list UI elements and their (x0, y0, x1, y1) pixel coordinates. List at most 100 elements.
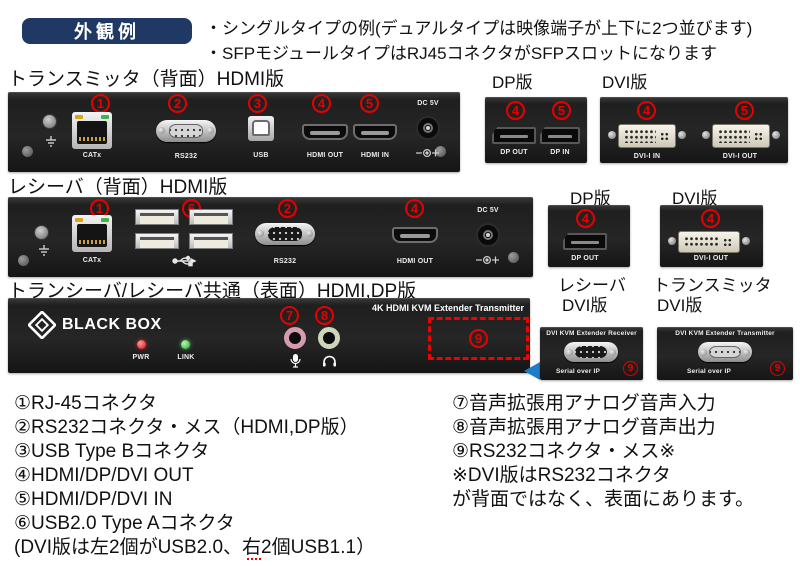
dc5v-label: DC 5V (417, 100, 439, 107)
blackbox-logo-icon (28, 311, 56, 339)
dvi-top-caption: DVI版 (602, 73, 648, 92)
rx-dvi-caption-1: レシーバ (558, 276, 626, 295)
hdmi-in-label: HDMI IN (360, 152, 390, 159)
dp-out-port (563, 233, 607, 250)
annotation-circle-5: 5 (735, 101, 754, 120)
headphones-icon (323, 355, 336, 367)
catx-label: CATx (82, 152, 102, 159)
mic-icon (290, 354, 301, 368)
dvi-out-port (712, 124, 770, 148)
dp-mid-panel-photo: 4 DP OUT (548, 205, 630, 267)
rs232-label: RS232 (273, 258, 297, 265)
legend-item: ②RS232コネクタ・メス（HDMI,DP版） (14, 417, 359, 438)
rj45-port (72, 215, 112, 252)
annotation-circle-9: 9 (469, 329, 488, 348)
dvi-mid-caption: DVI版 (672, 189, 718, 208)
legend-item: ※DVI版はRS232コネクタ (452, 465, 671, 486)
front-panel-photo: BLACK BOX PWR LINK 7 8 4K HDMI KVM Exten… (8, 298, 530, 373)
hdmi-out-label: HDMI OUT (306, 152, 344, 159)
dvi-in-port (618, 124, 676, 148)
annotation-circle-4: 4 (576, 209, 595, 228)
dc5v-label: DC 5V (477, 207, 499, 214)
rx-dvi-caption-2: DVI版 (562, 296, 608, 315)
rs232-connector (564, 342, 618, 362)
dp-in-port (540, 127, 580, 144)
annotation-circle-3: 3 (248, 94, 267, 113)
dvi-top-panel-photo: 4 DVI-I IN 5 DVI-I OUT (600, 97, 788, 163)
dc-jack (476, 223, 500, 247)
annotation-circle-2: 2 (168, 94, 187, 113)
hdmi-in-port (353, 124, 397, 140)
dvi-in-label: DVI-I IN (633, 153, 661, 160)
usb-label: USB (253, 152, 269, 159)
dp-top-caption: DP版 (492, 73, 533, 92)
annotation-circle-8: 8 (315, 306, 334, 325)
legend-item: ⑦音声拡張用アナログ音声入力 (452, 393, 716, 414)
tx-dvi-header: DVI KVM Extender Transmitter (675, 330, 775, 337)
usb-type-b-port (248, 116, 274, 141)
usb-a-port (189, 233, 233, 249)
tx-rear-title: トランスミッタ（背面）HDMI版 (8, 69, 285, 90)
dvi-out-label: DVI-I OUT (722, 153, 758, 160)
hdmi-out-label: HDMI OUT (396, 258, 434, 265)
annotation-circle-2: 2 (278, 199, 297, 218)
dvi-screw (608, 131, 616, 139)
note-line-1: ・シングルタイプの例(デュアルタイプは映像端子が上下に2つ並びます) (205, 19, 753, 38)
brand-logo-text: BLACK BOX (62, 316, 162, 333)
annotation-circle-9: 9 (623, 361, 638, 376)
dvi-screw (772, 131, 780, 139)
dvi-mid-panel-photo: 4 DVI-I OUT (660, 205, 763, 267)
rs232-connector (156, 120, 216, 142)
rs232-connector (255, 223, 315, 245)
dp-out-label: DP OUT (500, 149, 528, 156)
dvi-screw (678, 131, 686, 139)
link-label: LINK (177, 354, 195, 361)
annotation-circle-4: 4 (701, 209, 720, 228)
dc-polarity-icon (416, 148, 439, 158)
pwr-led (137, 340, 146, 349)
panel-screw (508, 252, 519, 263)
usb-icon (172, 255, 197, 267)
legend-item: ⑧音声拡張用アナログ音声出力 (452, 417, 716, 438)
annotation-circle-9: 9 (770, 361, 785, 376)
usb-a-port (135, 233, 179, 249)
dvi-screw (702, 131, 710, 139)
tx-rear-panel-photo: 1 CATx 2 RS232 3 USB 4 HDMI OUT 5 HDMI I… (8, 92, 460, 172)
ground-icon (46, 136, 56, 147)
rx-rear-panel-photo: 1 CATx 6 2 RS232 4 HDMI OUT DC 5V (8, 197, 533, 277)
dvi-out-label: DVI-I OUT (693, 255, 729, 262)
annotation-circle-4: 4 (506, 101, 525, 120)
dp-out-label: DP OUT (571, 255, 599, 262)
annotation-circle-4: 4 (405, 199, 424, 218)
legend-item: が背面ではなく、表面にあります。 (452, 489, 755, 510)
dp-mid-caption: DP版 (570, 189, 611, 208)
headphones-jack (318, 327, 340, 349)
ground-screw (42, 114, 57, 129)
legend-item: ⑤HDMI/DP/DVI IN (14, 489, 173, 510)
annotation-circle-5: 5 (552, 101, 571, 120)
panel-screw (22, 146, 33, 157)
hdmi-out-port (392, 227, 438, 243)
section-badge: 外観例 (22, 18, 192, 44)
rx-rear-title: レシーバ（背面）HDMI版 (8, 177, 228, 198)
legend-item: (DVI版は左2個がUSB2.0、右2個USB1.1） (14, 537, 376, 558)
serial-over-ip-label: Serial over IP (687, 368, 731, 375)
legend-item: ⑥USB2.0 Type Aコネクタ (14, 513, 235, 534)
ground-screw (34, 225, 49, 240)
rj45-port (72, 112, 112, 149)
front-title: トランシーバ/レシーバ共通（表面）HDMI,DP版 (8, 281, 417, 302)
dvi-screw (668, 237, 676, 245)
legend-item: ①RJ-45コネクタ (14, 393, 157, 414)
dp-out-port (492, 127, 536, 144)
serial-over-ip-label: Serial over IP (556, 368, 600, 375)
annotation-circle-4: 4 (637, 101, 656, 120)
hdmi-out-port (302, 124, 348, 140)
mic-jack (284, 327, 306, 349)
pwr-label: PWR (132, 354, 150, 361)
dvi-out-port (678, 231, 740, 253)
legend-item: ④HDMI/DP/DVI OUT (14, 465, 194, 486)
catx-label: CATx (82, 257, 102, 264)
annotation-circle-4: 4 (312, 94, 331, 113)
annotation-circle-7: 7 (280, 306, 299, 325)
